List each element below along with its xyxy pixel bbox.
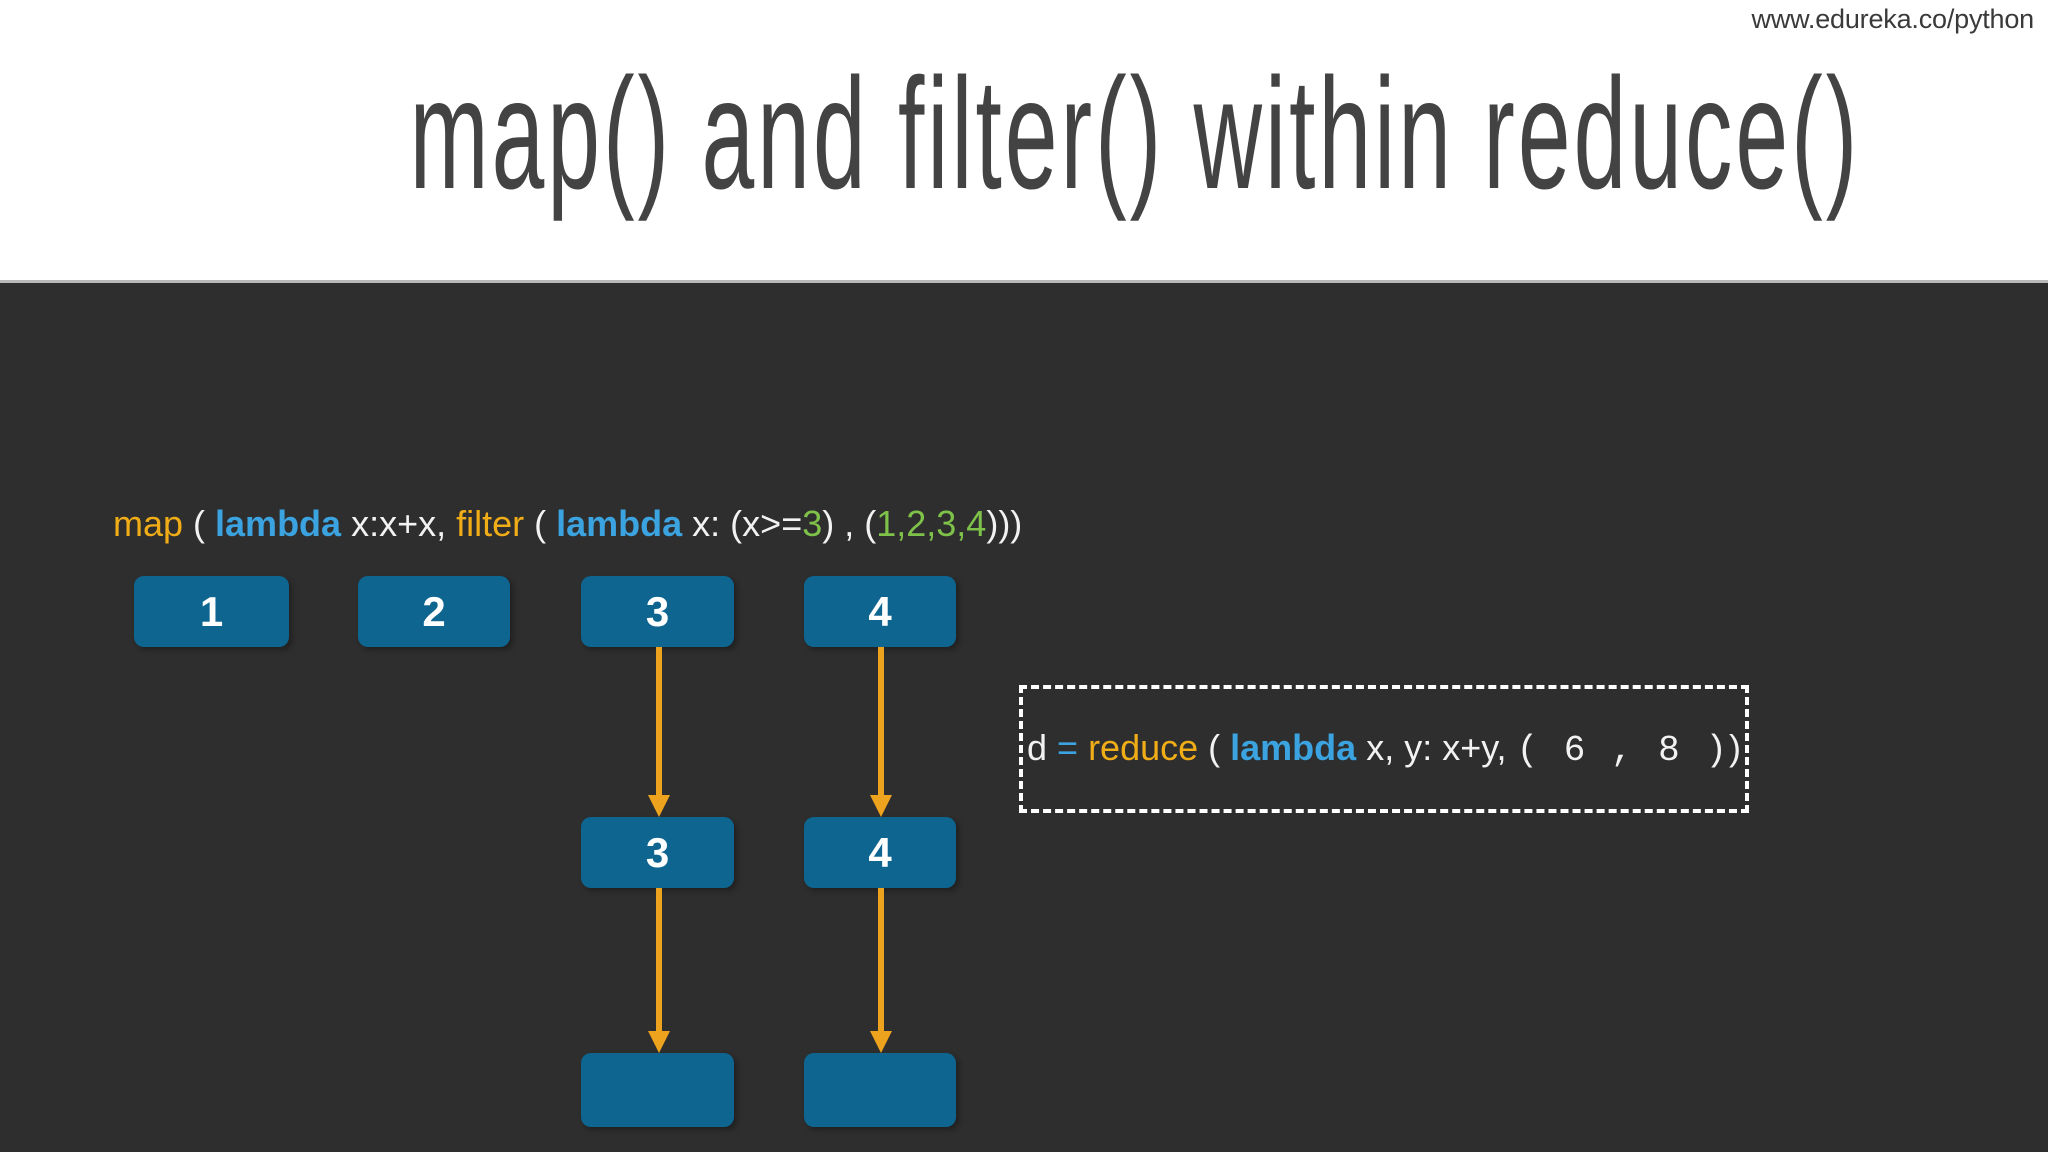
arrow-filtered3-to-mapped-icon bbox=[645, 888, 673, 1053]
code-token-5: ( bbox=[524, 503, 557, 544]
code-token-6: lambda bbox=[556, 503, 683, 544]
input-values-box-1-value: 2 bbox=[422, 587, 446, 635]
site-url-label: www.edureka.co/python bbox=[1751, 4, 2035, 34]
diagram-canvas: map ( lambda x:x+x, filter ( lambda x: (… bbox=[0, 283, 2048, 1152]
reduce-token-5: lambda bbox=[1230, 727, 1357, 768]
arrow-4-to-filtered-icon bbox=[867, 647, 895, 817]
code-expression: map ( lambda x:x+x, filter ( lambda x: (… bbox=[113, 503, 1022, 545]
reduce-expression: d = reduce ( lambda x, y: x+y, ( 6 , 8 )… bbox=[1027, 727, 1741, 771]
code-token-7: x: (x>= bbox=[682, 503, 803, 544]
mapped-values-box-0 bbox=[581, 1053, 734, 1127]
code-token-3: x:x+x, bbox=[341, 503, 457, 544]
code-token-1: ( bbox=[183, 503, 216, 544]
slide-header: www.edureka.co/python map() and filter()… bbox=[0, 0, 2048, 283]
code-token-8: 3 bbox=[802, 503, 823, 544]
code-token-10: 1,2,3,4 bbox=[876, 503, 987, 544]
reduce-token-7: ( 6 , 8 ) bbox=[1516, 730, 1729, 771]
input-values-box-1: 2 bbox=[358, 576, 510, 647]
arrow-3-to-filtered-icon bbox=[645, 647, 673, 817]
filtered-values-box-1-value: 4 bbox=[868, 828, 892, 876]
reduce-token-0: d bbox=[1026, 727, 1058, 768]
input-values-box-2: 3 bbox=[581, 576, 734, 647]
arrow-filtered4-to-mapped-icon bbox=[867, 888, 895, 1053]
reduce-token-1: = bbox=[1057, 727, 1079, 768]
input-values-box-3: 4 bbox=[804, 576, 956, 647]
reduce-token-3: reduce bbox=[1088, 727, 1199, 768]
filtered-values-box-1: 4 bbox=[804, 817, 956, 888]
code-token-9: ) , ( bbox=[822, 503, 877, 544]
reduce-panel: d = reduce ( lambda x, y: x+y, ( 6 , 8 )… bbox=[1019, 685, 1749, 813]
code-token-0: map bbox=[113, 503, 184, 544]
reduce-token-8: ) bbox=[1729, 727, 1741, 768]
reduce-token-2 bbox=[1078, 727, 1088, 768]
reduce-token-4: ( bbox=[1198, 727, 1231, 768]
input-values-box-3-value: 4 bbox=[868, 587, 892, 635]
filtered-values-box-0-value: 3 bbox=[645, 828, 670, 876]
code-token-11: ))) bbox=[986, 503, 1023, 544]
input-values-box-0-value: 1 bbox=[199, 587, 224, 635]
input-values-box-0: 1 bbox=[134, 576, 289, 647]
code-token-2: lambda bbox=[215, 503, 342, 544]
mapped-values-box-1 bbox=[804, 1053, 956, 1127]
reduce-token-6: x, y: x+y, bbox=[1356, 727, 1517, 768]
code-token-4: filter bbox=[456, 503, 525, 544]
page-title: map() and filter() within reduce() bbox=[409, 46, 1861, 222]
input-values-box-2-value: 3 bbox=[645, 587, 670, 635]
filtered-values-box-0: 3 bbox=[581, 817, 734, 888]
